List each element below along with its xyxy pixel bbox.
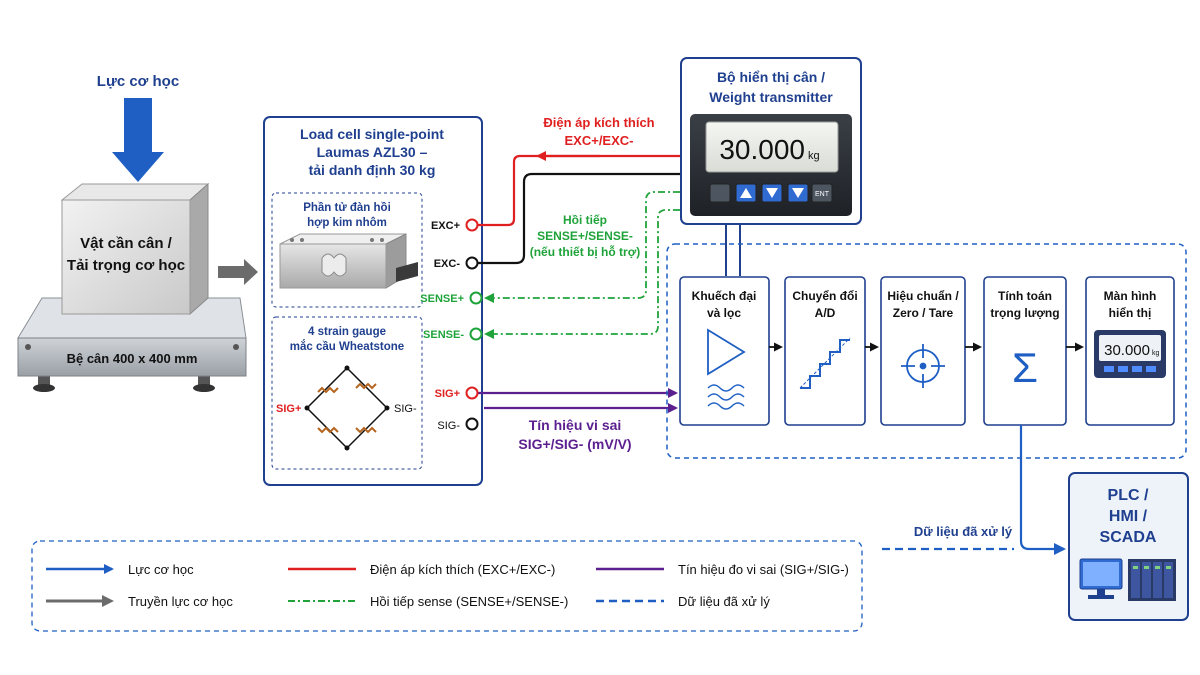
plc-box: PLC / HMI / SCADA [1068, 472, 1189, 621]
processing-container [666, 243, 1187, 459]
stage-display: Màn hình hiển thị 30.000 kg [1085, 276, 1175, 426]
legend-label-sense: Hồi tiếp sense (SENSE+/SENSE-) [370, 594, 568, 609]
exc-plus-wire [478, 154, 680, 227]
up-arrow-icon [740, 188, 752, 198]
platform-label: Bệ cân 400 x 400 mm [67, 351, 198, 366]
down-arrow-icon [766, 188, 778, 198]
exc-label-line1: Điện áp kích thích [543, 115, 654, 130]
stage-display-line2: hiển thị [1109, 306, 1152, 320]
staircase-icon [800, 339, 850, 389]
transmitter-reading: 30.000 [719, 134, 805, 165]
loadcell-title2: Laumas AZL30 – [317, 144, 428, 160]
sig-label-line1: Tín hiệu vi sai [529, 417, 622, 433]
bridge-sig-minus-label: SIG- [394, 403, 417, 415]
stage-amplifier-line1: Khuếch đại [692, 289, 757, 303]
transmission-arrow-icon [218, 259, 258, 285]
stage-adc: Chuyển đổi A/D [784, 276, 866, 426]
legend-label-force: Lực cơ học [128, 562, 194, 577]
monitor-icon [1079, 558, 1123, 599]
pin-sense-plus-label: SENSE+ [420, 293, 464, 305]
data-output-wire [1019, 425, 1066, 555]
sense-label-line3: (nếu thiết bị hỗ trợ) [530, 244, 641, 259]
elastic-line2: hợp kim nhôm [307, 217, 387, 229]
plc-rack-icon [1128, 559, 1176, 601]
pin-sense-plus [469, 291, 483, 305]
sig-label-line2: SIG+/SIG- (mV/V) [518, 436, 631, 452]
plc-line1: PLC / [1108, 487, 1149, 504]
weight-transmitter: Bộ hiển thị cân / Weight transmitter 30.… [680, 57, 862, 225]
amplifier-icon [707, 328, 746, 376]
plc-line3: SCADA [1100, 529, 1157, 546]
object-line1: Vật cần cân / [80, 235, 173, 252]
pin-sig-plus [465, 386, 479, 400]
legend-label-exc: Điện áp kích thích (EXC+/EXC-) [370, 562, 555, 577]
sense-label-line2: SENSE+/SENSE- [537, 229, 633, 243]
gauge-line1: 4 strain gauge [308, 326, 386, 338]
pin-exc-plus-label: EXC+ [431, 220, 460, 232]
sigma-icon: Σ [1012, 344, 1038, 391]
legend: Lực cơ học Điện áp kích thích (EXC+/EXC-… [31, 540, 863, 632]
stage-calibration: Hiệu chuẩn / Zero / Tare [880, 276, 966, 426]
force-label: Lực cơ học [97, 73, 179, 90]
stage-amplifier: Khuếch đại và lọc [679, 276, 770, 426]
stage-calibration-line1: Hiệu chuẩn / [887, 289, 959, 303]
pin-sig-minus [465, 417, 479, 431]
sense-label-line1: Hồi tiếp [563, 213, 607, 227]
stage-compute: Tính toán trọng lượng Σ [983, 276, 1067, 426]
transmitter-button-1[interactable] [709, 183, 731, 203]
mini-display-reading: 30.000 [1104, 342, 1150, 359]
transmitter-title1: Bộ hiển thị cân / [717, 69, 825, 85]
transmitter-unit: kg [808, 150, 820, 162]
stage-calibration-line2: Zero / Tare [893, 306, 954, 320]
pin-sense-minus [469, 327, 483, 341]
stage-adc-line2: A/D [815, 306, 836, 320]
pin-sig-minus-label: SIG- [437, 420, 460, 432]
bridge-sig-plus-label: SIG+ [276, 403, 301, 415]
stage-display-line1: Màn hình [1104, 289, 1157, 303]
transmitter-button-ent[interactable] [811, 183, 833, 203]
stage-compute-line1: Tính toán [998, 289, 1052, 303]
transmitter-link [725, 224, 741, 276]
legend-label-sig: Tín hiệu đo vi sai (SIG+/SIG-) [678, 562, 849, 577]
plc-line2: HMI / [1109, 508, 1148, 525]
crosshair-icon [901, 344, 945, 388]
loadcell-title3: tải danh định 30 kg [309, 162, 436, 178]
down-arrow-icon [792, 188, 804, 198]
pin-exc-minus-label: EXC- [434, 258, 461, 270]
stage-amplifier-line2: và lọc [707, 306, 741, 320]
sense-plus-wire [484, 191, 680, 303]
mini-display-unit: kg [1152, 350, 1160, 357]
loadcell-body-icon [279, 233, 418, 289]
scale-platform: Bệ cân 400 x 400 mm [17, 297, 247, 392]
exc-minus-wire [478, 172, 680, 265]
ent-label: ENT [815, 191, 830, 198]
object-line2: Tải trọng cơ học [67, 257, 185, 274]
data-label: Dữ liệu đã xử lý [914, 524, 1013, 539]
pin-exc-minus [465, 256, 479, 270]
pin-sense-minus-label: SENSE- [423, 329, 464, 341]
pin-sig-plus-label: SIG+ [435, 388, 460, 400]
transmitter-title2: Weight transmitter [709, 89, 833, 105]
loadcell-panel: Load cell single-point Laumas AZL30 – tả… [263, 116, 483, 486]
gauge-line2: mắc cầu Wheatstone [290, 340, 404, 353]
pin-exc-plus [465, 218, 479, 232]
filter-wave-icon [707, 384, 745, 410]
legend-label-data: Dữ liệu đã xử lý [678, 594, 770, 609]
sense-minus-wire [484, 209, 680, 339]
stage-compute-line2: trọng lượng [990, 306, 1059, 320]
loadcell-title1: Load cell single-point [300, 126, 444, 142]
exc-label-line2: EXC+/EXC- [565, 133, 634, 148]
stage-adc-line1: Chuyển đổi [792, 289, 857, 303]
weighed-object: Vật cần cân / Tải trọng cơ học [60, 182, 210, 316]
legend-label-transmission: Truyền lực cơ học [128, 594, 233, 609]
elastic-line1: Phần tử đàn hồi [303, 202, 391, 214]
force-arrow-icon [112, 98, 164, 182]
